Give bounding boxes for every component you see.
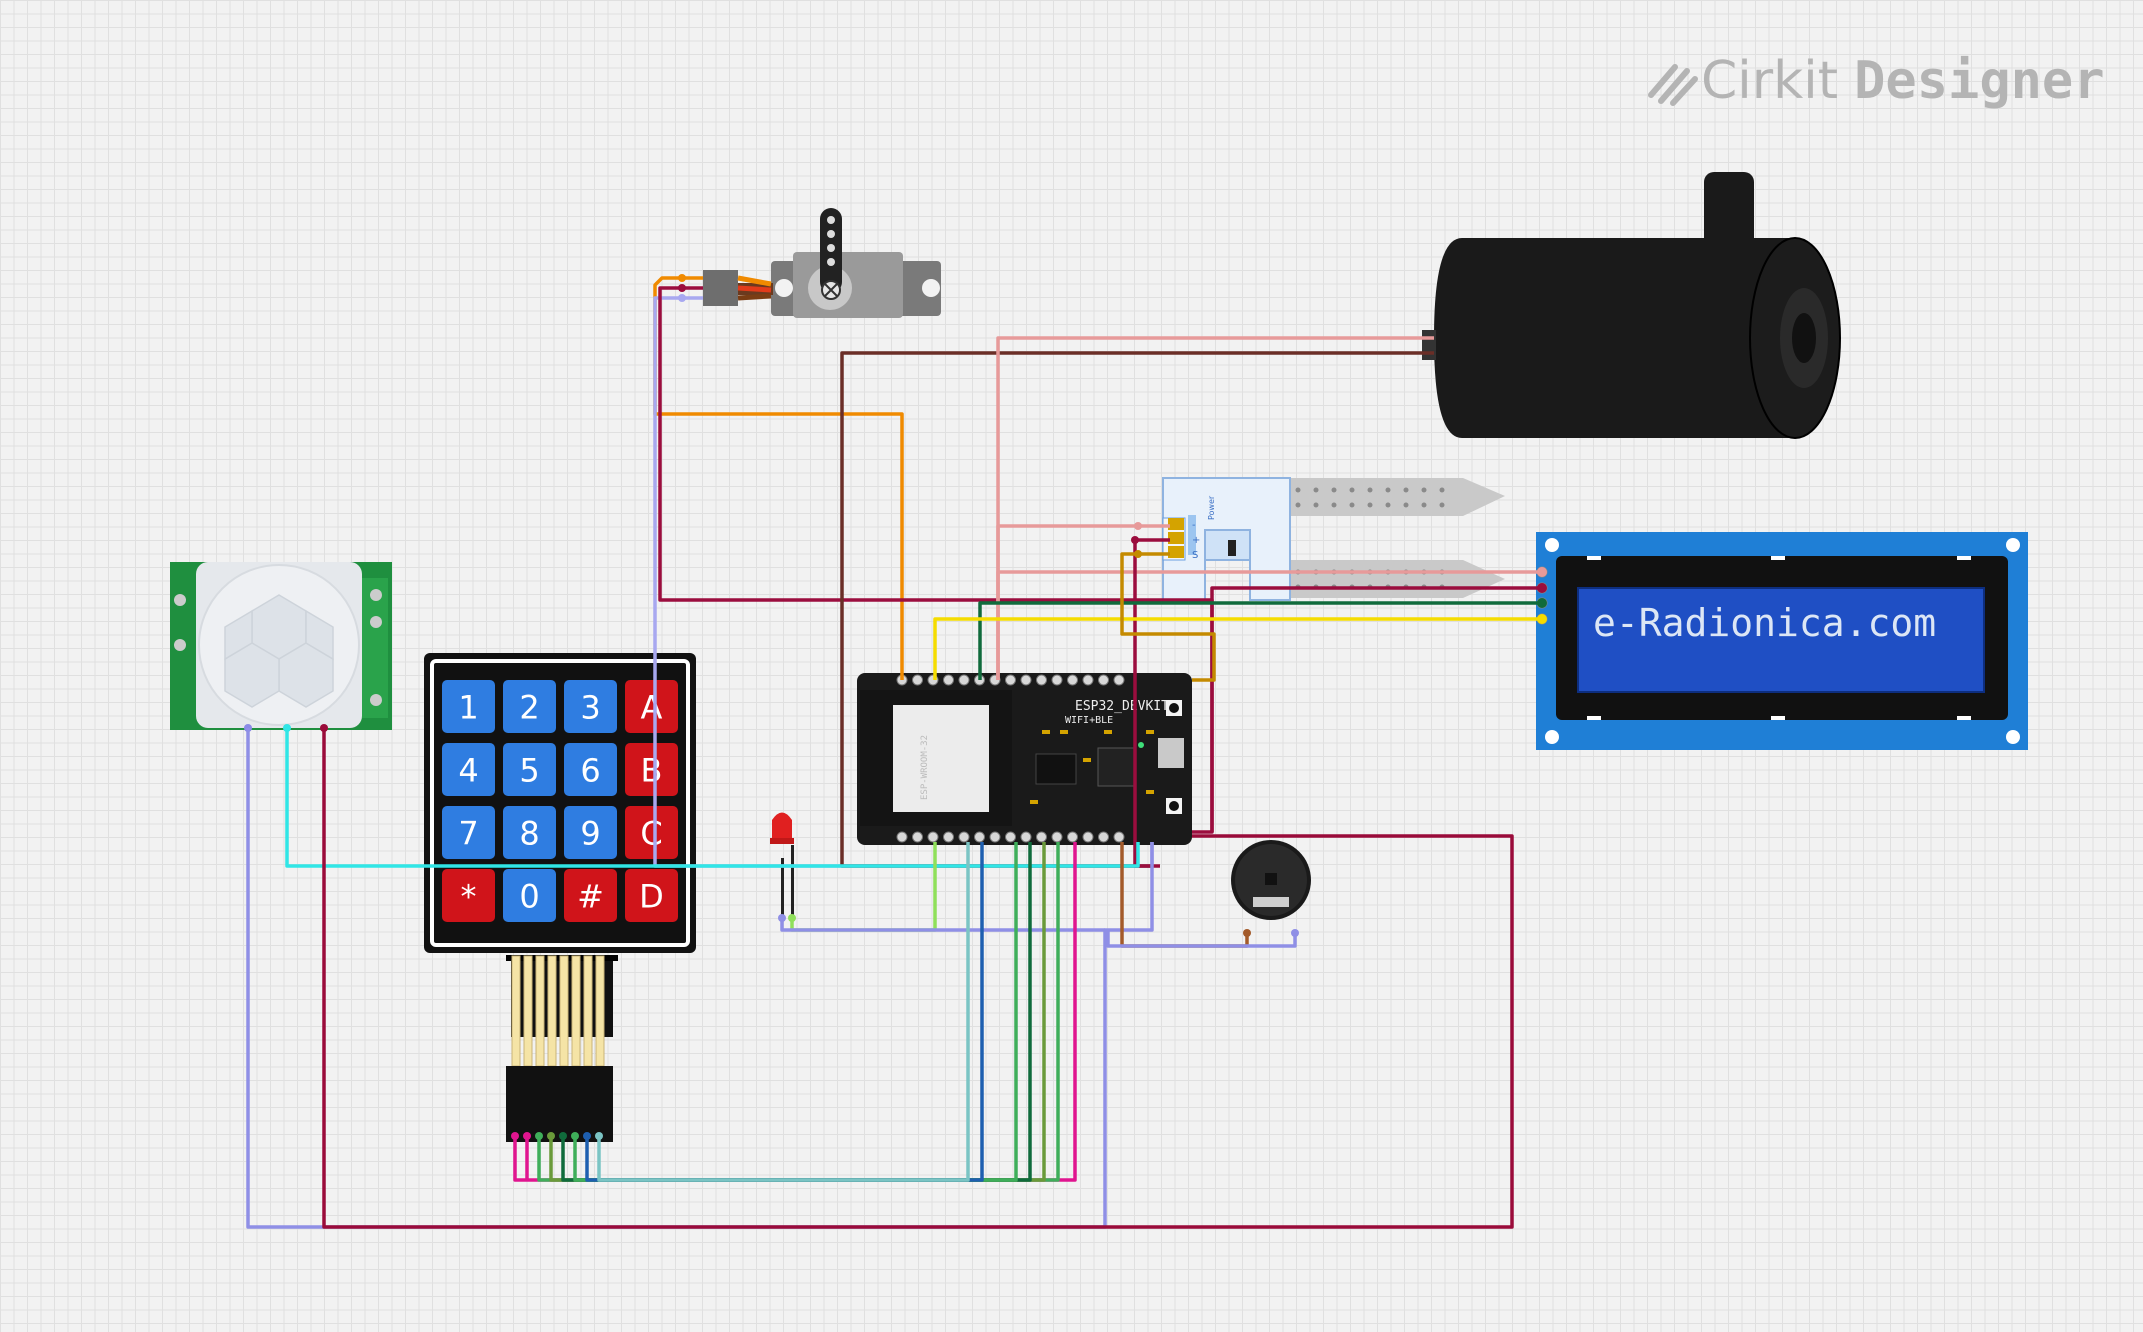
keypad-key-A[interactable] bbox=[625, 680, 678, 733]
esp32-pin[interactable] bbox=[958, 831, 970, 843]
soil-sensor-pin-signal: S bbox=[1192, 550, 1198, 561]
esp32-pin[interactable] bbox=[1005, 831, 1016, 843]
keypad-key-8[interactable] bbox=[503, 806, 556, 859]
soil-sensor-pin-minus: - bbox=[1192, 520, 1196, 531]
keypad-key-9[interactable] bbox=[564, 806, 617, 859]
esp32-pin[interactable] bbox=[1082, 831, 1094, 843]
esp32-pin[interactable] bbox=[927, 831, 939, 843]
esp32-pin[interactable] bbox=[1113, 674, 1125, 686]
brand-name-light: Cirkit bbox=[1701, 51, 1839, 111]
keypad-key-label: B bbox=[641, 752, 663, 790]
wire-servo-signal bbox=[653, 276, 904, 680]
keypad-key-star[interactable] bbox=[442, 869, 495, 922]
soil-sensor-power-label: Power bbox=[1207, 495, 1216, 520]
pir-motion-sensor[interactable] bbox=[170, 562, 392, 732]
esp32-pin[interactable] bbox=[943, 674, 954, 686]
lcd-display[interactable]: e-Radionica.com bbox=[1536, 532, 2028, 750]
keypad-key-4[interactable] bbox=[442, 743, 495, 796]
esp32-pin[interactable] bbox=[1067, 831, 1078, 843]
keypad-key-label: 4 bbox=[458, 752, 478, 790]
keypad-key-label: 7 bbox=[458, 815, 478, 853]
keypad-key-C[interactable] bbox=[625, 806, 678, 859]
water-pump[interactable] bbox=[1422, 172, 1841, 439]
esp32-pin[interactable] bbox=[912, 674, 923, 686]
red-led[interactable] bbox=[770, 812, 794, 919]
keypad-key-3[interactable] bbox=[564, 680, 617, 733]
wire-endpoints bbox=[511, 274, 1547, 1140]
servo-motor[interactable] bbox=[703, 208, 941, 318]
esp32-pin[interactable] bbox=[974, 831, 985, 843]
keypad-key-label: 3 bbox=[580, 689, 600, 727]
wire-servo-vcc bbox=[658, 286, 1214, 834]
esp32-devkit-board[interactable]: ESP-WROOM-32 ESP32_DEVKIT WIFI+BLE bbox=[857, 673, 1192, 845]
keypad-key-D[interactable] bbox=[625, 869, 678, 922]
esp32-pin[interactable] bbox=[1098, 674, 1109, 686]
esp32-subtitle: WIFI+BLE bbox=[1065, 715, 1113, 726]
wires bbox=[246, 276, 1542, 1229]
wire-buzzer-gnd bbox=[1106, 930, 1297, 948]
keypad-key-label: 9 bbox=[580, 815, 600, 853]
soil-sensor-pin-plus: + bbox=[1192, 535, 1200, 546]
keypad-key-label: 6 bbox=[580, 752, 600, 790]
esp32-pin[interactable] bbox=[1082, 674, 1094, 686]
keypad-key-6[interactable] bbox=[564, 743, 617, 796]
esp32-pin[interactable] bbox=[1036, 831, 1047, 843]
keypad-key-label: 8 bbox=[519, 815, 539, 853]
esp32-module-label: ESP-WROOM-32 bbox=[920, 735, 930, 800]
soil-moisture-sensor[interactable]: - + S Power bbox=[1162, 477, 1505, 601]
wire-keypad-8 bbox=[597, 842, 970, 1182]
keypad-key-7[interactable] bbox=[442, 806, 495, 859]
keypad-key-label: 5 bbox=[519, 752, 539, 790]
esp32-pin[interactable] bbox=[1051, 674, 1063, 686]
brand-name-bold: Designer bbox=[1854, 51, 2105, 111]
keypad-key-0[interactable] bbox=[503, 869, 556, 922]
cirkit-designer-logo: Cirkit Designer bbox=[1645, 46, 2105, 116]
wire-lcd-vcc bbox=[996, 570, 1542, 680]
esp32-pin[interactable] bbox=[1051, 831, 1063, 843]
esp32-pin[interactable] bbox=[1036, 674, 1047, 686]
esp32-pin[interactable] bbox=[912, 831, 923, 843]
keypad-key-B[interactable] bbox=[625, 743, 678, 796]
esp32-pin[interactable] bbox=[1067, 674, 1078, 686]
wire-soil-signal bbox=[1120, 552, 1216, 682]
keypad-key-label: # bbox=[577, 878, 604, 916]
esp32-pin[interactable] bbox=[943, 831, 954, 843]
esp32-header-bottom[interactable] bbox=[896, 831, 1125, 843]
keypad-key-1[interactable] bbox=[442, 680, 495, 733]
keypad-key-hash[interactable] bbox=[564, 869, 617, 922]
keypad-key-label: 0 bbox=[519, 878, 539, 916]
esp32-pin[interactable] bbox=[896, 831, 908, 843]
keypad-key-label: 1 bbox=[458, 689, 478, 727]
keypad-key-label: D bbox=[639, 878, 664, 916]
wire-lcd-scl bbox=[933, 617, 1542, 680]
esp32-pin[interactable] bbox=[1098, 831, 1109, 843]
wire-pir-vcc bbox=[322, 728, 1514, 1229]
esp32-header-top[interactable] bbox=[896, 674, 1125, 686]
esp32-pin[interactable] bbox=[1020, 831, 1032, 843]
esp32-pin[interactable] bbox=[1113, 831, 1125, 843]
keypad-key-2[interactable] bbox=[503, 680, 556, 733]
esp32-pin[interactable] bbox=[1005, 674, 1016, 686]
esp32-pin[interactable] bbox=[989, 831, 1001, 843]
esp32-title: ESP32_DEVKIT bbox=[1075, 699, 1169, 714]
wire-soil-gnd bbox=[1133, 538, 1170, 868]
keypad-keys[interactable]: 1 2 3 A 4 5 6 B 7 8 9 C * 0 # D bbox=[442, 680, 678, 922]
keypad-key-label: * bbox=[461, 878, 477, 916]
keypad-key-label: 2 bbox=[519, 689, 539, 727]
keypad-key-5[interactable] bbox=[503, 743, 556, 796]
keypad-key-label: A bbox=[641, 689, 663, 727]
wire-pir-gnd bbox=[246, 728, 1154, 1229]
wire-led-anode bbox=[790, 842, 937, 932]
esp32-pin[interactable] bbox=[958, 674, 970, 686]
esp32-pin[interactable] bbox=[1020, 674, 1032, 686]
keypad-key-label: C bbox=[640, 815, 662, 853]
wire-lcd-gnd bbox=[1210, 586, 1542, 832]
keypad-4x4[interactable]: 1 2 3 A 4 5 6 B 7 8 9 C * 0 # D bbox=[424, 653, 696, 1142]
wire-pir-out bbox=[285, 728, 1140, 868]
lcd-screen-text: e-Radionica.com bbox=[1593, 601, 1936, 645]
wire-lcd-sda bbox=[978, 601, 1542, 680]
cirkit-slash-icon bbox=[1648, 64, 1698, 106]
piezo-buzzer[interactable] bbox=[1231, 840, 1311, 920]
